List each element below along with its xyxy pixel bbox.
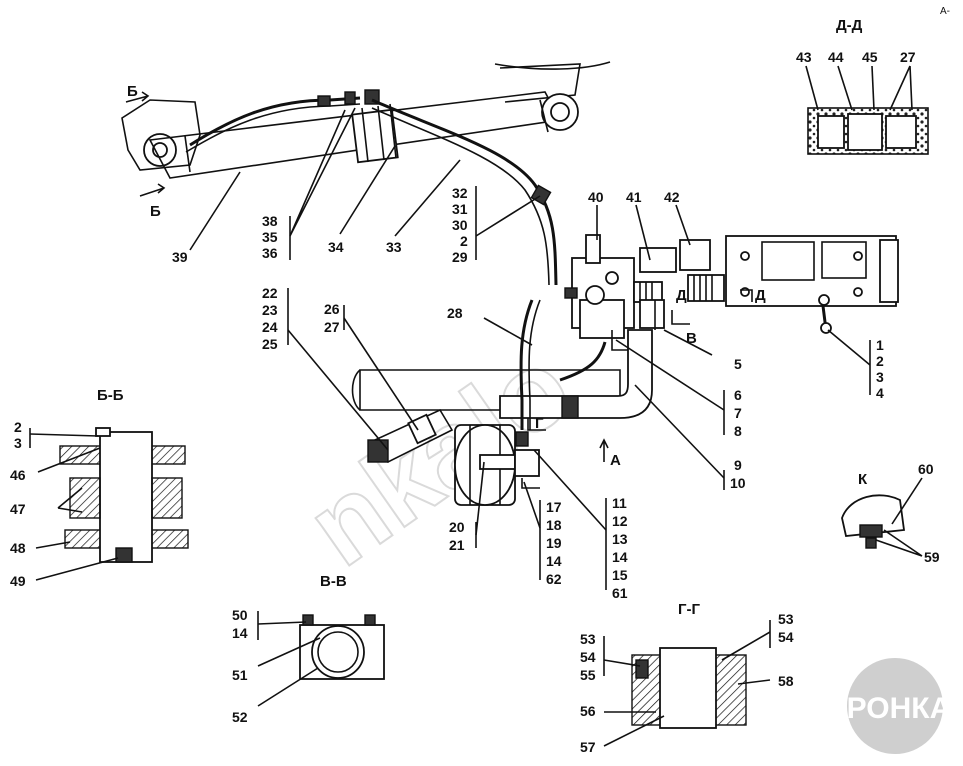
callout-13: 13 (612, 531, 628, 547)
callout-27-main: 27 (324, 319, 340, 335)
callout-29: 29 (452, 249, 468, 265)
callout-48: 48 (10, 540, 26, 556)
callout-50: 50 (232, 607, 248, 623)
callout-bb-2: 2 (14, 419, 22, 435)
callout-35: 35 (262, 229, 278, 245)
callout-bb-3: 3 (14, 435, 22, 451)
callout-labels: 39 34 33 38 35 36 32 31 30 2 29 40 41 42… (10, 49, 940, 755)
callout-22: 22 (262, 285, 278, 301)
section-title-bb: Б-Б (97, 387, 124, 404)
view-mark-a: А (610, 452, 621, 469)
callout-61: 61 (612, 585, 628, 601)
callout-gg-55: 55 (580, 667, 596, 683)
callout-14-a: 14 (546, 553, 562, 569)
callout-10: 10 (730, 475, 746, 491)
section-bb (29, 427, 189, 581)
view-mark-b-upper: Б (127, 83, 138, 100)
callout-25: 25 (262, 336, 278, 352)
callout-14-c: 14 (232, 625, 248, 641)
callout-60: 60 (918, 461, 934, 477)
valve-and-control-box (564, 234, 899, 351)
callout-57: 57 (580, 739, 596, 755)
section-title-vv: В-В (320, 573, 347, 590)
callout-49: 49 (10, 573, 26, 589)
callout-gg-53-r: 53 (778, 611, 794, 627)
callout-26: 26 (324, 301, 340, 317)
callout-7: 7 (734, 405, 742, 421)
section-title-gg: Г-Г (678, 601, 700, 618)
view-mark-d2: Д (755, 287, 766, 304)
section-dd (805, 65, 929, 155)
callout-58: 58 (778, 673, 794, 689)
callout-11: 11 (612, 495, 627, 511)
callout-2-box: 2 (876, 353, 884, 369)
callout-14-b: 14 (612, 549, 628, 565)
callout-44: 44 (828, 49, 844, 65)
callout-59: 59 (924, 549, 940, 565)
callout-20: 20 (449, 519, 465, 535)
pump-and-lower-piping (351, 299, 653, 506)
callout-9: 9 (734, 457, 742, 473)
callout-36: 36 (262, 245, 278, 261)
callout-5: 5 (734, 356, 742, 372)
view-mark-g: Г (535, 415, 544, 432)
callout-62: 62 (546, 571, 562, 587)
callout-41: 41 (626, 189, 642, 205)
callout-12: 12 (612, 513, 628, 529)
leader-lines (189, 107, 871, 590)
callout-18: 18 (546, 517, 562, 533)
callout-40: 40 (588, 189, 604, 205)
callout-39: 39 (172, 249, 188, 265)
callout-23: 23 (262, 302, 278, 318)
callout-43: 43 (796, 49, 812, 65)
section-title-k: К (858, 471, 868, 488)
callout-17: 17 (546, 499, 562, 515)
view-mark-b-lower: Б (150, 203, 161, 220)
callout-21: 21 (449, 537, 465, 553)
view-mark-d: Д (676, 287, 687, 304)
callout-24: 24 (262, 319, 278, 335)
callout-gg-53: 53 (580, 631, 596, 647)
callout-45: 45 (862, 49, 878, 65)
callout-33: 33 (386, 239, 402, 255)
boom-cylinder-assembly (121, 61, 611, 286)
callout-3-box: 3 (876, 369, 884, 385)
section-vv (257, 611, 385, 707)
callout-gg-54: 54 (580, 649, 596, 665)
view-arrow-a (599, 438, 609, 462)
callout-gg-54-r: 54 (778, 629, 794, 645)
section-title-dd: Д-Д (836, 17, 863, 34)
corner-mark: A- (940, 6, 950, 17)
section-gg (603, 620, 771, 747)
callout-56: 56 (580, 703, 596, 719)
callout-38: 38 (262, 213, 278, 229)
logo-text: АГРОНКА (808, 692, 951, 725)
callout-51: 51 (232, 667, 248, 683)
agronka-logo: АГРОНКА (808, 658, 951, 754)
callout-42: 42 (664, 189, 680, 205)
section-k (841, 477, 923, 557)
view-mark-v-right: В (686, 330, 697, 347)
callout-15: 15 (612, 567, 628, 583)
callout-34: 34 (328, 239, 344, 255)
callout-4: 4 (876, 385, 884, 401)
callout-19: 19 (546, 535, 562, 551)
callout-27-dd: 27 (900, 49, 916, 65)
callout-1: 1 (876, 337, 884, 353)
callout-32: 32 (452, 185, 468, 201)
callout-47: 47 (10, 501, 26, 517)
callout-2-top: 2 (460, 233, 468, 249)
callout-6: 6 (734, 387, 742, 403)
callout-28: 28 (447, 305, 463, 321)
callout-31: 31 (452, 201, 468, 217)
callout-46: 46 (10, 467, 26, 483)
callout-52: 52 (232, 709, 248, 725)
callout-30: 30 (452, 217, 468, 233)
callout-8: 8 (734, 423, 742, 439)
